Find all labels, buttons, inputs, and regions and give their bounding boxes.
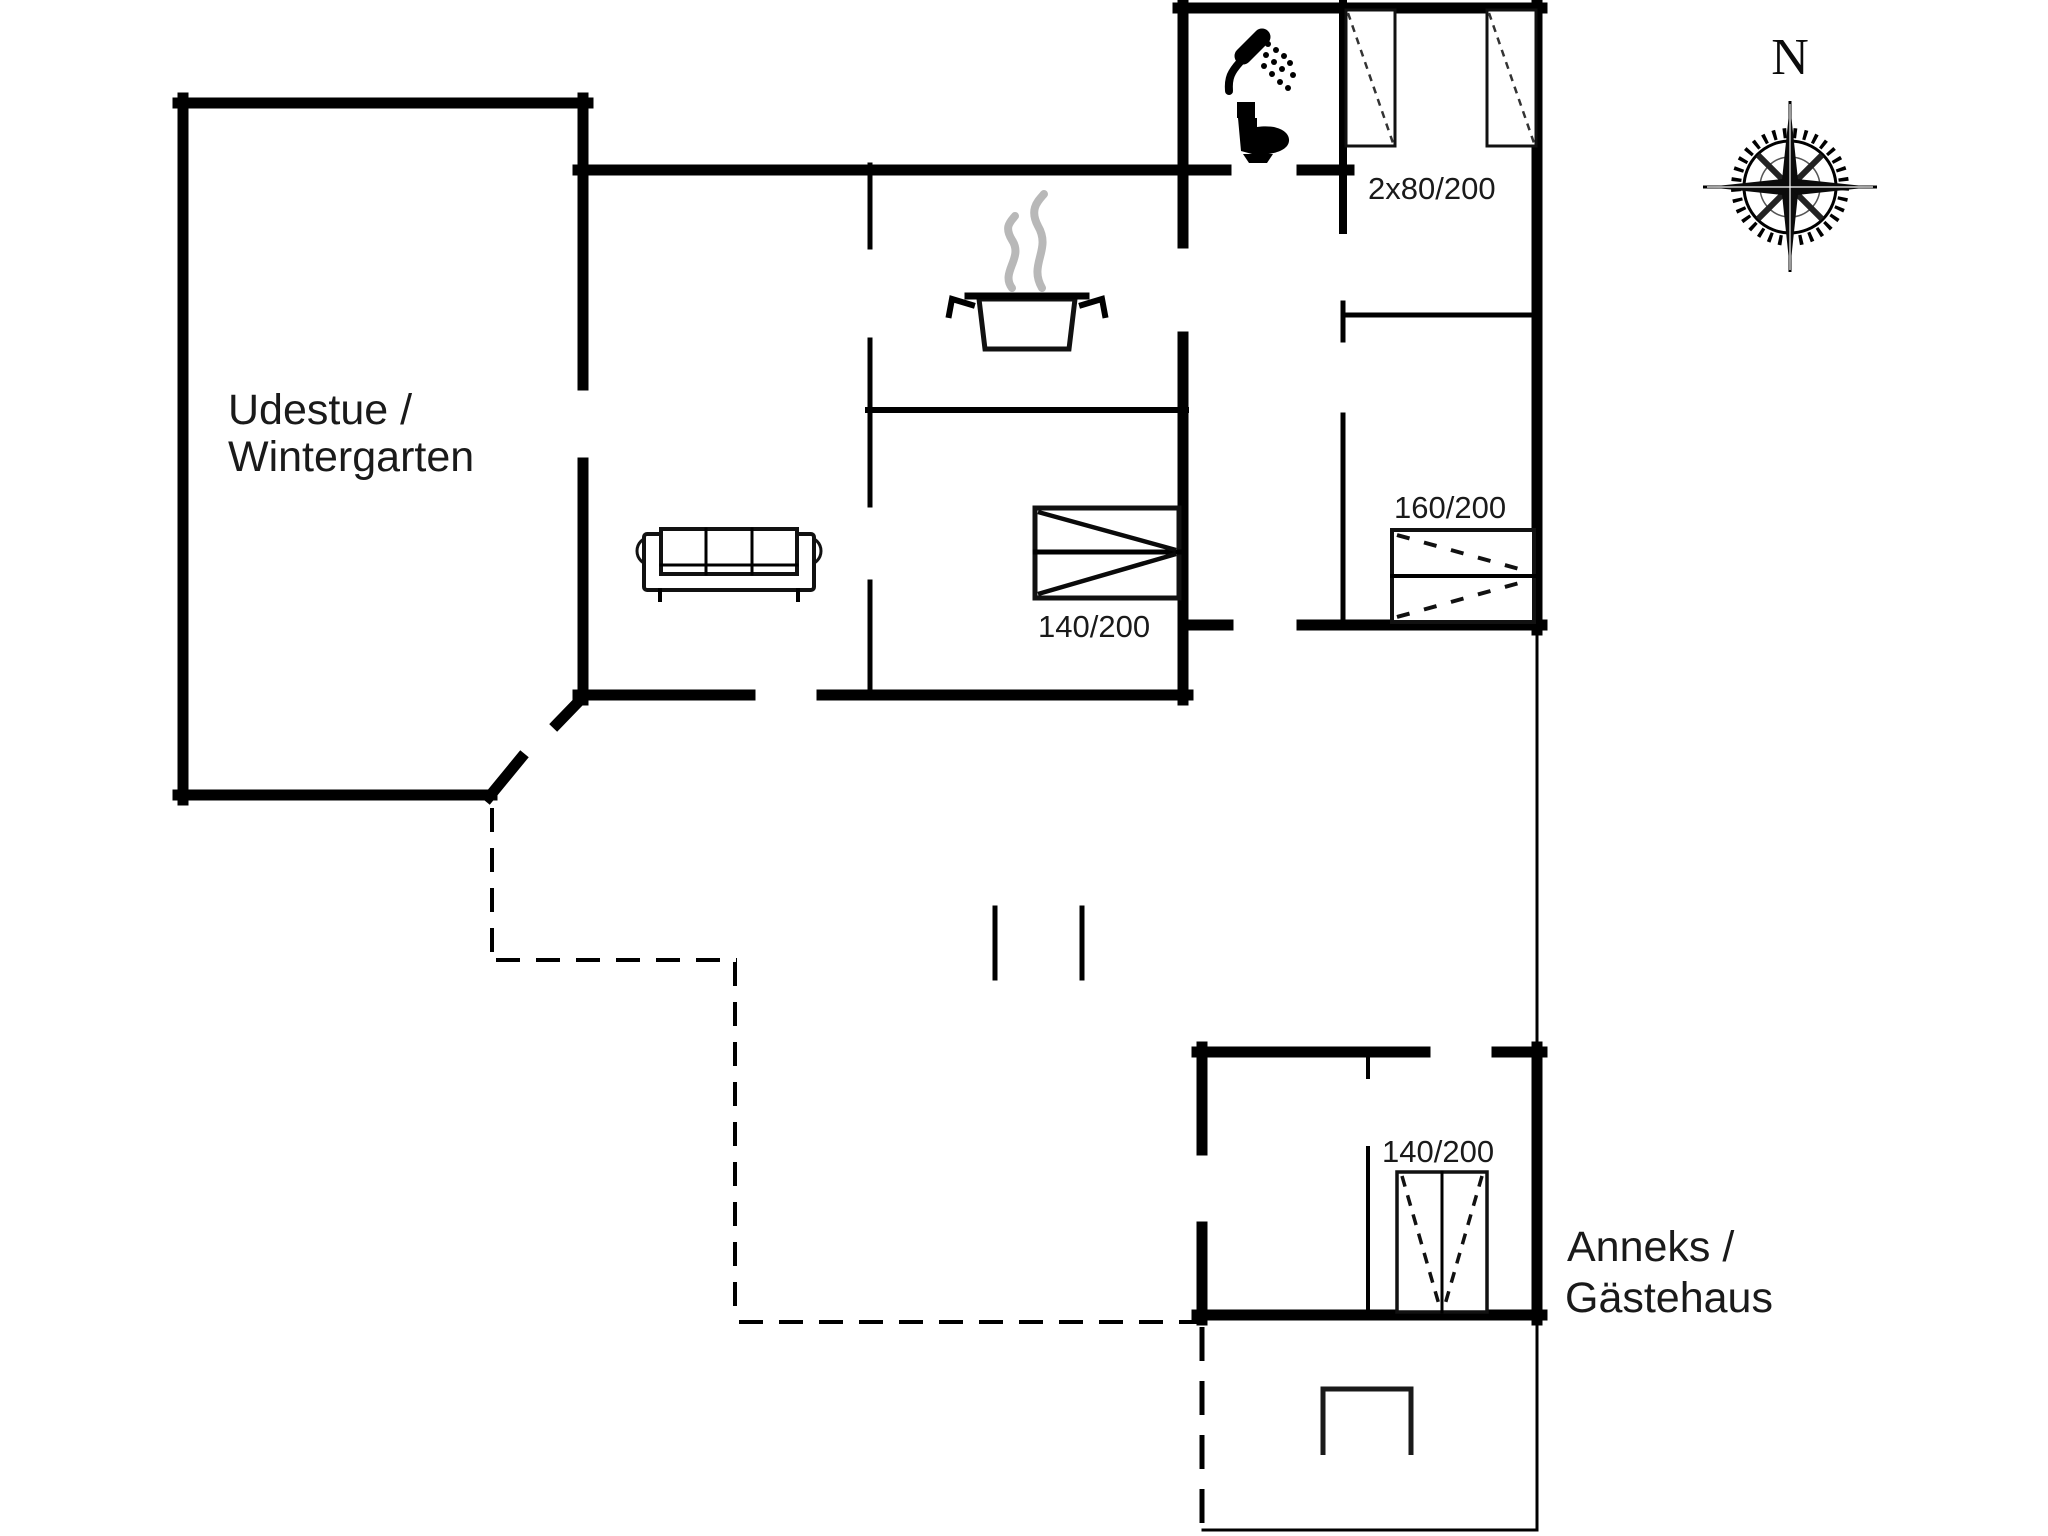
terrace-post-marks	[992, 905, 1085, 981]
cooking-pot-icon	[945, 292, 1109, 352]
bed-label-160-200: 160/200	[1394, 490, 1506, 525]
steam-icon	[1004, 190, 1048, 292]
terrace-dashed-boundary	[490, 808, 1205, 1524]
annex-walls	[1191, 1041, 1548, 1326]
boundary-lines	[1201, 628, 1539, 1532]
shower-icon	[1224, 28, 1296, 95]
double-bed-140-icon	[1032, 505, 1182, 601]
bed-label-140-200-annex: 140/200	[1382, 1134, 1494, 1169]
double-bed-160-icon	[1390, 528, 1536, 624]
bed-label-140-200-middle: 140/200	[1038, 609, 1150, 644]
bed-label-2x80-200: 2x80/200	[1368, 171, 1496, 206]
room-labels: Udestue / Wintergarten Anneks / Gästehau…	[228, 386, 1773, 1322]
compass-rose-icon: N	[1703, 29, 1877, 272]
annex-label-line2: Gästehaus	[1565, 1274, 1773, 1322]
sofa-icon	[635, 527, 823, 602]
udestue-label-line2: Wintergarten	[228, 433, 474, 481]
compass-north-label: N	[1771, 29, 1809, 86]
annex-bed-icon	[1395, 1170, 1489, 1314]
bench-table-icon	[1320, 1386, 1414, 1455]
udestue-label-line1: Udestue /	[228, 386, 412, 434]
toilet-icon	[1237, 102, 1290, 163]
annex-label-line1: Anneks /	[1567, 1223, 1734, 1271]
twin-beds-icon	[1344, 8, 1538, 148]
bed-size-labels: 2x80/200 160/200 140/200 140/200	[1038, 171, 1506, 1169]
udestue-walls	[172, 92, 594, 806]
